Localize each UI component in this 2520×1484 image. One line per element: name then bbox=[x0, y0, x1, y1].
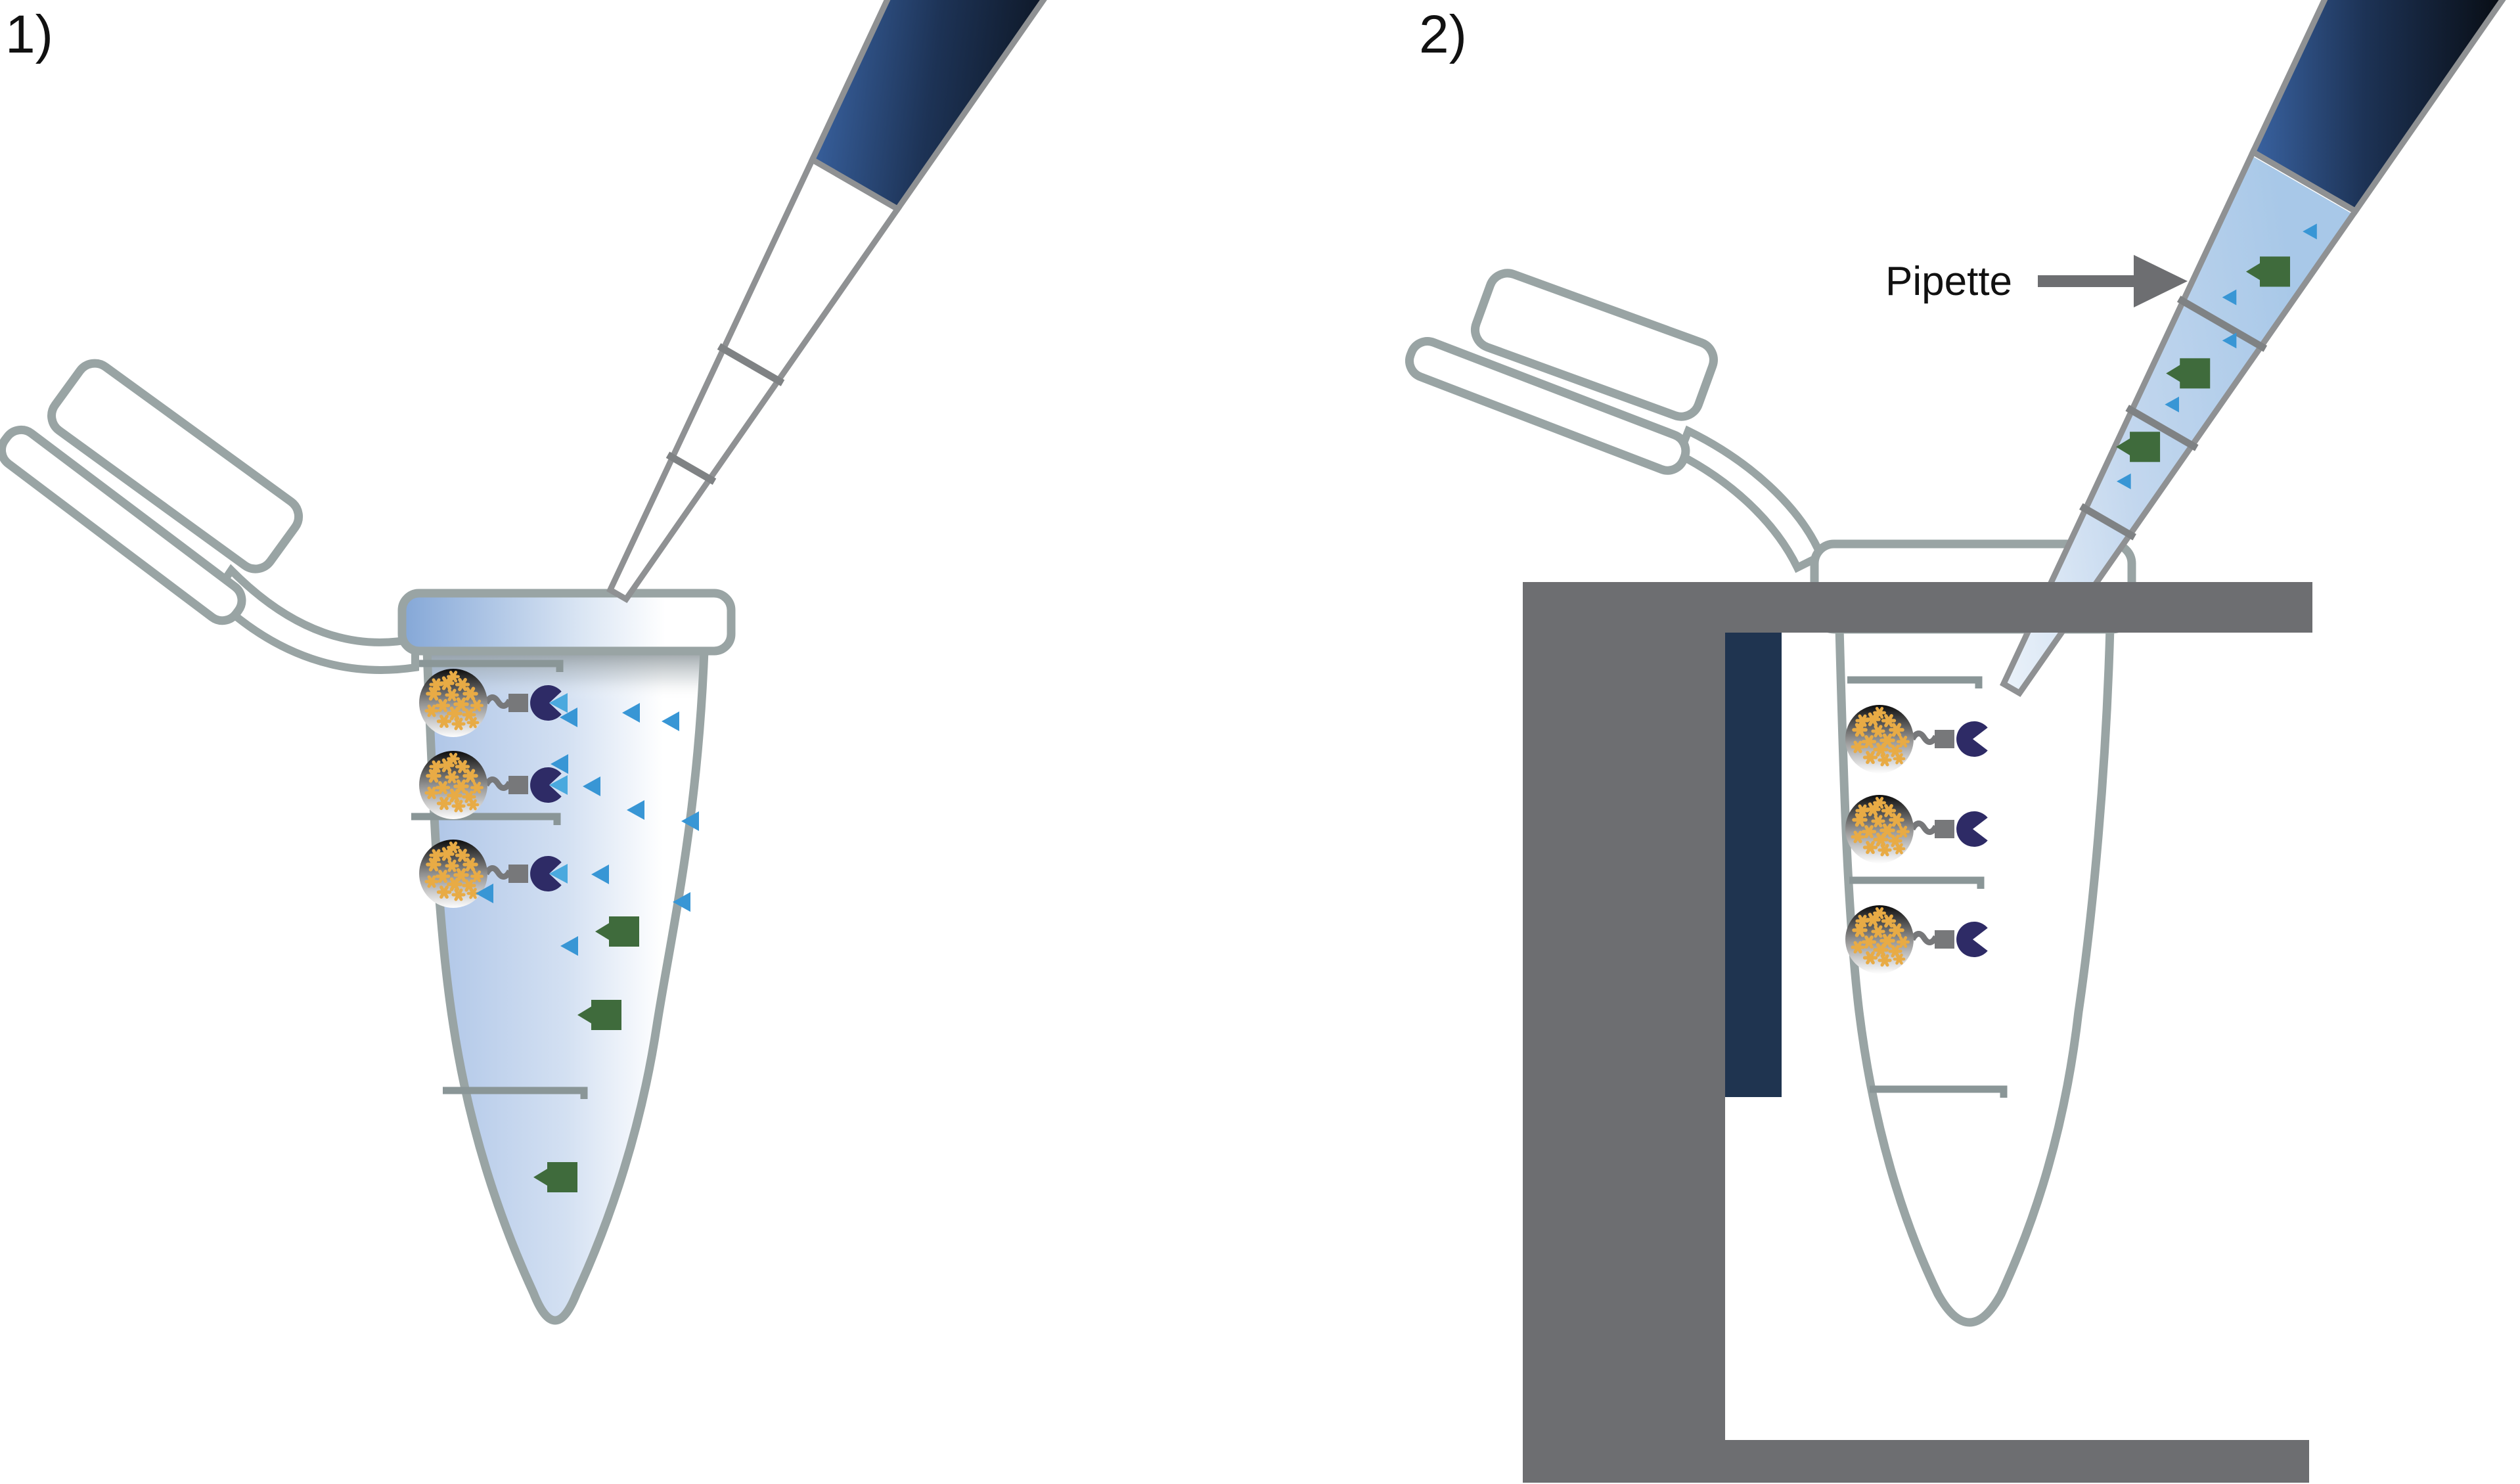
graduation-mark bbox=[1847, 676, 1983, 688]
panel-step-1: 1) bbox=[0, 0, 1136, 1325]
pipette-callout: Pipette bbox=[1885, 255, 2188, 307]
pipette1-segment-line bbox=[717, 343, 785, 386]
tube2-cap-open bbox=[1405, 269, 1826, 573]
tube1-cap-open bbox=[0, 359, 419, 674]
magnetic-stand bbox=[1523, 582, 2312, 1483]
cap-lid bbox=[47, 359, 304, 573]
pipette2-segment-line bbox=[2079, 503, 2136, 541]
panel-step-2: 2) bbox=[1405, 0, 2520, 1483]
step1-label: 1) bbox=[5, 5, 53, 64]
cap-flange bbox=[0, 425, 246, 625]
stand-bottom-bar bbox=[1523, 1440, 2309, 1483]
cap-hinge-strip bbox=[1674, 425, 1826, 573]
pipette-1 bbox=[606, 0, 1136, 603]
pipette2-barrel bbox=[2249, 0, 2520, 215]
tube1-rim bbox=[397, 589, 736, 656]
cap-hinge-strip bbox=[208, 564, 419, 674]
graduation-mark bbox=[416, 660, 564, 672]
cap-flange bbox=[1405, 337, 1690, 475]
arrow-icon bbox=[2134, 255, 2188, 307]
pipette-2 bbox=[2000, 0, 2520, 697]
pipette2-segment-line bbox=[2125, 405, 2199, 451]
graduation-mark bbox=[1849, 876, 1985, 889]
magnet-block bbox=[1725, 633, 1782, 1097]
tube1-body bbox=[422, 646, 709, 1325]
pipette2-liquid bbox=[2007, 156, 2352, 690]
cap-lid bbox=[1471, 269, 1718, 421]
step2-label: 2) bbox=[1419, 5, 1467, 64]
pipette1-tip-body bbox=[606, 155, 902, 603]
pipette-label: Pipette bbox=[1885, 259, 2012, 304]
graduation-mark bbox=[1870, 1085, 2008, 1098]
pipette1-segment-line bbox=[665, 451, 717, 485]
pipette1-barrel bbox=[808, 0, 1136, 214]
stand-left-column bbox=[1523, 582, 1725, 1483]
tube2-graduations bbox=[1847, 676, 2008, 1098]
pipette2-segment-line bbox=[2176, 296, 2268, 352]
graduation-mark bbox=[443, 1087, 588, 1099]
